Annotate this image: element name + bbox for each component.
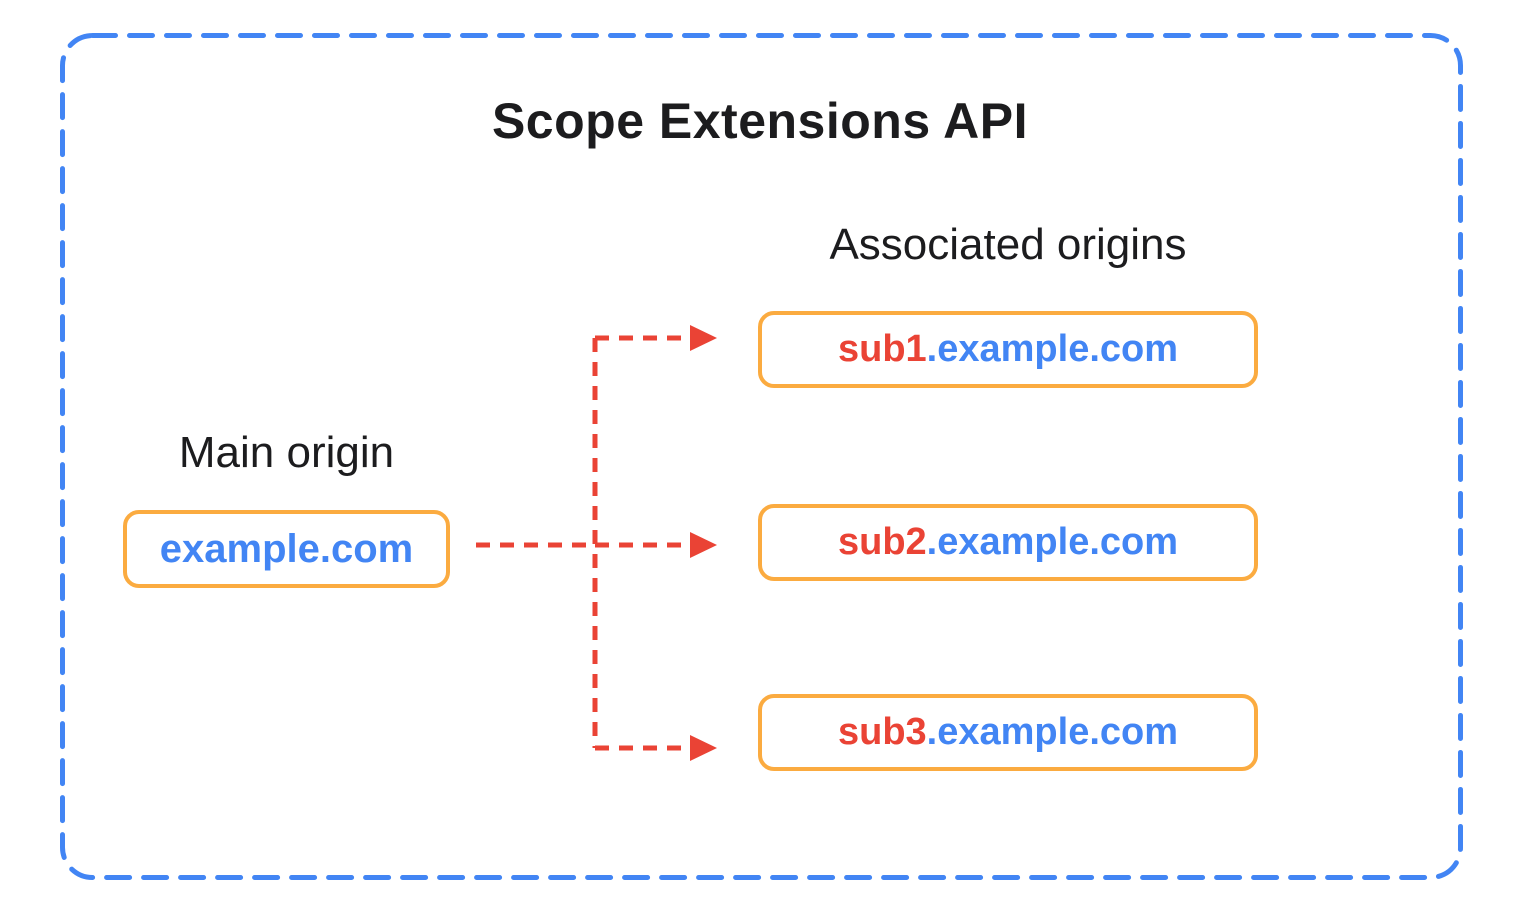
domain-suffix-text: .example.com (926, 521, 1179, 563)
diagram-title: Scope Extensions API (491, 93, 1029, 149)
domain-suffix-text: .example.com (926, 711, 1179, 753)
main-origin-domain: example.com (159, 526, 414, 571)
main-origin-label: Main origin (178, 428, 395, 477)
arrow-connector-lines (476, 335, 690, 751)
main-origin-box: example.com (123, 510, 450, 588)
arrowhead-icon-sub3 (690, 735, 717, 761)
domain-suffix-text: .example.com (926, 328, 1179, 370)
associated-origin-box-sub3: sub3.example.com (758, 694, 1258, 771)
associated-origin-box-sub2: sub2.example.com (758, 504, 1258, 581)
arrowhead-icon-sub1 (690, 325, 717, 351)
associated-origin-box-sub1: sub1.example.com (758, 311, 1258, 388)
associated-origins-label: Associated origins (829, 220, 1187, 269)
subdomain-text: sub2 (837, 521, 927, 563)
subdomain-text: sub1 (837, 328, 927, 370)
arrowhead-icon-sub2 (690, 532, 717, 558)
subdomain-text: sub3 (837, 711, 927, 753)
